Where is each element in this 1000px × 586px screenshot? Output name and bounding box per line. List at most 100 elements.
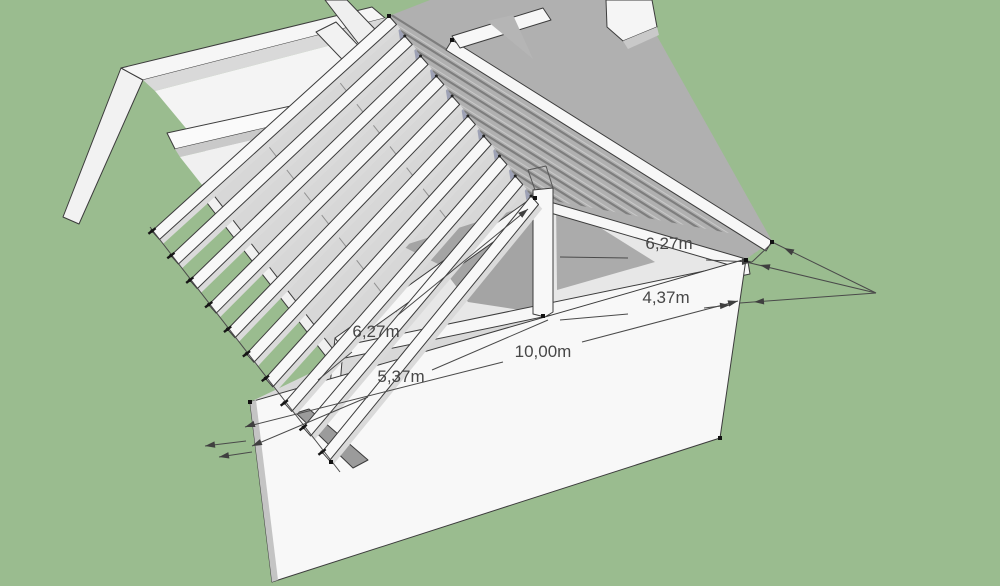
- ridge-gap-wedge: [445, 87, 453, 100]
- rafter: [227, 95, 461, 339]
- tail-dot: [150, 229, 154, 233]
- post-top-wire: [527, 169, 536, 191]
- ridge-gap-wedge: [461, 107, 468, 120]
- rafter-tip-dot: [513, 174, 517, 178]
- tail-dot: [320, 450, 324, 454]
- dim-line-537: [251, 396, 369, 447]
- rafter: [264, 135, 492, 388]
- tail-dot: [169, 253, 173, 258]
- tail-dot: [225, 327, 230, 331]
- dimension-arrowhead: [727, 300, 738, 307]
- dim-line-1000: [581, 300, 739, 343]
- dim-ext-line: [751, 243, 772, 263]
- dimension-arrowhead: [245, 420, 256, 427]
- rafter-tip-dot: [466, 114, 470, 118]
- rear-structures: [451, 0, 659, 59]
- rafter-side-face: [235, 104, 464, 342]
- dimension-arrowhead: [719, 302, 730, 310]
- chimney-face: [623, 27, 659, 49]
- post-top-wire: [545, 165, 554, 189]
- dimension-arrowhead: [760, 264, 771, 271]
- dimension-annotations: 6,27m 5,37m 10,00m 4,37m 6,27m: [147, 14, 877, 473]
- ridge-gap-wedge: [429, 67, 437, 80]
- rake-soffit: [533, 197, 772, 259]
- rafter-tip-dot: [419, 54, 423, 58]
- dimension-arrowhead: [252, 439, 263, 446]
- batten-stripe: [400, 30, 772, 259]
- tail-dot: [301, 425, 305, 430]
- rafter-tip-dot: [450, 94, 454, 98]
- dim-line-left-slope: [317, 351, 353, 381]
- dimension-arrowhead: [219, 452, 230, 459]
- batten-stripe: [495, 150, 772, 259]
- endpoint-dot: [744, 258, 748, 262]
- rafters: [151, 14, 543, 465]
- rafter-side-face: [178, 44, 416, 269]
- endpoint-dot: [248, 400, 252, 404]
- tail-dot: [282, 401, 286, 405]
- tail-dot: [206, 302, 211, 307]
- rafter-tip-dot: [529, 194, 533, 198]
- endpoint-dots: [248, 14, 774, 464]
- batten-highlight: [483, 139, 772, 259]
- endpoint-dot: [387, 14, 391, 18]
- ridge-gap-wedge: [476, 127, 484, 140]
- batten-stripe: [479, 130, 772, 259]
- batten-highlight: [436, 79, 772, 259]
- endpoint-dot: [450, 38, 454, 42]
- ridge-gap-wedge: [524, 187, 532, 200]
- batten-highlight: [404, 39, 772, 259]
- rafter-side-face: [253, 124, 480, 367]
- rafter-side-face: [310, 184, 527, 441]
- rafter-tip-dot: [497, 154, 501, 158]
- batten-stripe: [431, 70, 772, 259]
- batten-highlight: [420, 59, 772, 259]
- dim-label-front-left: 5,37m: [377, 367, 424, 386]
- endpoint-dot: [770, 240, 774, 244]
- tail-dot: [244, 352, 249, 356]
- tail-dot: [263, 376, 268, 381]
- dimension-arrowhead: [518, 209, 528, 218]
- pediment-shadow-right: [556, 200, 655, 290]
- dim-line-right-slope: [559, 256, 629, 259]
- endpoint-dot: [329, 460, 333, 464]
- rafter-tip-dot: [403, 34, 407, 38]
- rafter: [302, 175, 524, 437]
- rafter-side-face: [216, 84, 448, 318]
- rafter-side-face: [159, 24, 401, 244]
- post-top-wire: [527, 165, 547, 171]
- parapet-outer-corner: [62, 67, 144, 225]
- dim-line-left-slope: [397, 208, 529, 316]
- endpoint-dot: [718, 436, 722, 440]
- rafter: [245, 115, 476, 363]
- ridge-gap-wedge: [492, 147, 500, 160]
- dimension-arrowhead: [205, 441, 216, 448]
- rafter-side-face: [291, 164, 511, 416]
- rafter-tip-dot: [434, 74, 438, 78]
- tail-dimension-line: [149, 226, 341, 473]
- dimension-arrowhead: [784, 248, 795, 256]
- endpoint-dot: [541, 314, 545, 318]
- gable-post: [532, 187, 554, 318]
- batten-stripe: [416, 50, 772, 259]
- dim-line-437: [559, 313, 629, 321]
- dim-label-front-width: 10,00m: [515, 342, 572, 361]
- rafter: [208, 75, 445, 314]
- rake-fascia-board: [445, 39, 773, 252]
- rafter-side-face: [197, 64, 432, 293]
- rafter-tip-dot: [482, 134, 486, 138]
- dim-label-right-wall: 4,37m: [642, 288, 689, 307]
- tail-dot: [188, 278, 192, 282]
- dim-label-right-slope: 6,27m: [645, 234, 692, 253]
- dim-label-left-slope: 6,27m: [352, 322, 399, 341]
- rafter: [283, 155, 508, 412]
- rafter-side-face: [272, 144, 495, 392]
- dim-line-1000: [244, 361, 504, 428]
- ridge-gap-wedge: [398, 27, 405, 40]
- rear-parapet-face: [487, 15, 533, 59]
- tail-ticks: [147, 227, 327, 456]
- endpoint-dot: [533, 196, 537, 200]
- dim-line-537: [431, 319, 549, 371]
